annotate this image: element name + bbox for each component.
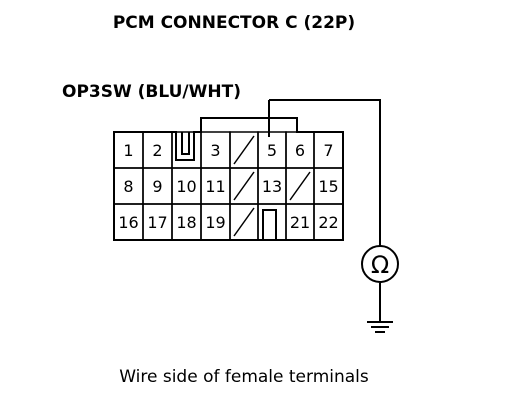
terminal-number: 16 [118,213,138,232]
terminal-number: 1 [123,141,133,160]
unused-terminal-slash [233,171,255,201]
terminal-number: 11 [205,177,225,196]
probe-wire [268,99,381,322]
terminal-number: 17 [147,213,167,232]
terminal-number: 8 [123,177,133,196]
terminal-number: 22 [318,213,338,232]
unused-terminal-slash [233,207,255,237]
unused-terminal-slash [233,135,255,165]
terminal-number: 13 [262,177,282,196]
ground-icon [367,321,393,333]
unused-terminal-slash [289,171,311,201]
terminal-number: 9 [152,177,162,196]
terminal-number: 15 [318,177,338,196]
terminal-number: 3 [210,141,220,160]
terminal-number: 5 [267,141,277,160]
terminal-number: 10 [176,177,196,196]
terminal-number: 6 [295,141,305,160]
ohmmeter-icon: Ω [361,245,399,283]
terminal-number: 7 [323,141,333,160]
terminal-number: 2 [152,141,162,160]
ohm-symbol: Ω [371,251,389,279]
terminal-number: 21 [290,213,310,232]
terminal-cell [313,203,344,241]
terminal-number: 19 [205,213,225,232]
terminal-number: 18 [176,213,196,232]
caption: Wire side of female terminals [119,367,369,387]
wire-label: OP3SW (BLU/WHT) [62,82,241,102]
diagram-title: PCM CONNECTOR C (22P) [113,13,355,33]
